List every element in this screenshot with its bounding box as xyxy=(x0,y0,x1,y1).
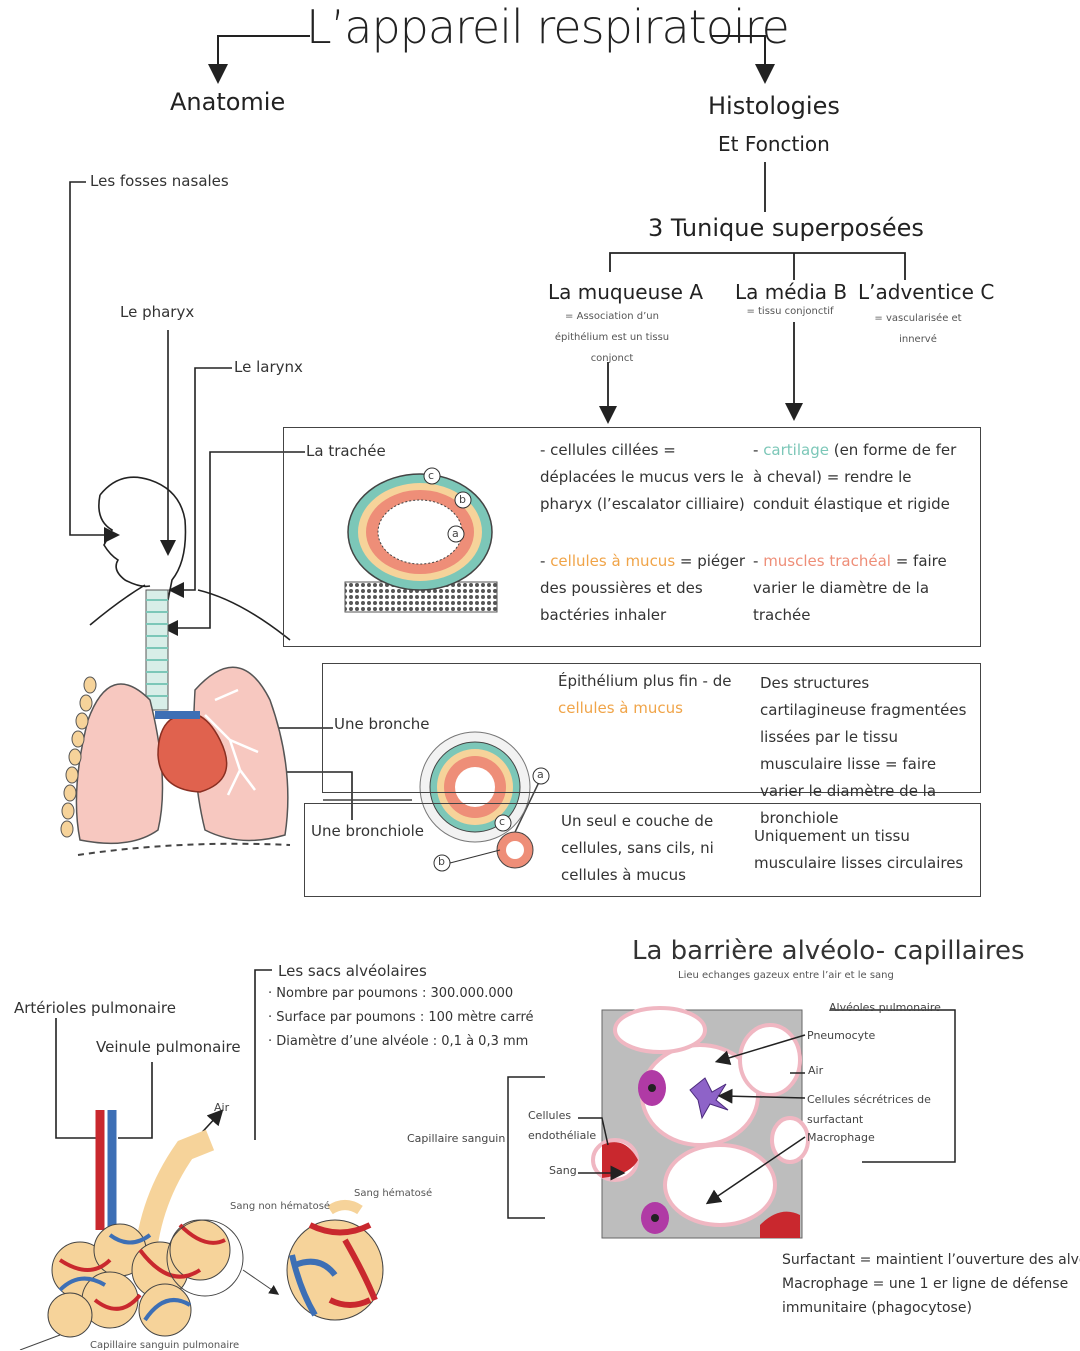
alveolar-facts: · Nombre par poumons : 300.000.000 · Sur… xyxy=(268,986,534,1049)
histology-tree xyxy=(599,162,906,424)
trachea-drawing xyxy=(145,589,169,711)
label-blood-non-hematosed: Sang non hématosé xyxy=(230,1201,331,1212)
label-surfactant-cells: Cellules sécrétrices de surfactant xyxy=(807,1093,931,1126)
histology-heading: Histologies xyxy=(708,92,840,120)
label-nasal-cavities: Les fosses nasales xyxy=(90,172,229,190)
tunic-muqueuse-name: La muqueuse A xyxy=(548,280,704,304)
tunic-media-name: La média B xyxy=(735,280,848,304)
label-alveoles: Alvéoles pulmonaire xyxy=(829,1001,941,1014)
label-pharynx: Le pharyx xyxy=(120,303,195,321)
label-blood: Sang xyxy=(549,1164,577,1177)
label-blood-hematosed: Sang hématosé xyxy=(354,1188,433,1199)
trachea-ciliated-text: - cellules cillées = déplacées le mucus … xyxy=(540,441,745,513)
label-macrophage: Macrophage xyxy=(807,1131,875,1144)
trachea-mucus-text: - cellules à mucus = piéger des poussièr… xyxy=(540,552,746,624)
histology-subheading: Et Fonction xyxy=(718,132,830,156)
alveolar-sacs-drawing xyxy=(19,1110,384,1350)
label-air-barrier: Air xyxy=(808,1064,824,1077)
barrier-subtitle: Lieu echanges gazeux entre l’air et le s… xyxy=(678,970,894,981)
trachea-box xyxy=(283,427,981,647)
tunic-media-desc: = tissu conjonctif xyxy=(746,306,834,317)
marker-c-bronchus: c xyxy=(499,815,506,828)
human-figure xyxy=(89,476,291,641)
left-lung-drawing xyxy=(75,683,164,845)
barrier-drawing xyxy=(507,1006,956,1239)
label-air-sacs: Air xyxy=(214,1101,230,1114)
bronchus-box xyxy=(322,663,981,793)
tunic-muqueuse-desc: = Association d’un épithélium est un tis… xyxy=(554,311,670,364)
heart-drawing xyxy=(157,712,228,793)
spine-drawing xyxy=(60,676,97,838)
page-title: L’appareil respiratoire xyxy=(306,0,790,54)
label-alveolar-sacs: Les sacs alvéolaires xyxy=(278,962,427,980)
bronchi-tree xyxy=(204,688,259,796)
bronchiole-layer-text: Un seul e couche de cellules, sans cils,… xyxy=(561,812,714,884)
trachea-muscle-text: - muscles trachéal = faire varier le dia… xyxy=(753,552,947,624)
label-trachea: La trachée xyxy=(306,442,386,460)
label-arterioles: Artérioles pulmonaire xyxy=(14,999,176,1017)
trachea-cartilage-text: - cartilage (en forme de fer à cheval) =… xyxy=(753,441,957,513)
marker-c-trachea: c xyxy=(428,469,435,482)
trachea-rings xyxy=(146,599,168,697)
bronchus-cartilage-text: Des structures cartilagineuse fragmentée… xyxy=(760,674,967,827)
diaphragm-line xyxy=(77,842,291,856)
tunics-heading: 3 Tunique superposées xyxy=(648,214,924,242)
label-bronchus: Une bronche xyxy=(334,715,430,733)
label-larynx: Le larynx xyxy=(234,358,303,376)
title-branches xyxy=(208,35,775,84)
marker-b-bronchus: b xyxy=(438,855,445,868)
bronchiole-muscle-text: Uniquement un tissu musculaire lisses ci… xyxy=(754,827,964,872)
label-capillary-blood: Capillaire sanguin xyxy=(407,1132,506,1145)
marker-b-trachea: b xyxy=(459,493,466,506)
label-pneumocyte: Pneumocyte xyxy=(807,1029,876,1042)
trachea-cross-section xyxy=(344,467,498,613)
bronchus-cross-section xyxy=(419,731,550,872)
marker-a-trachea: a xyxy=(452,527,459,540)
tunic-adventice-desc: = vascularisée et innervé xyxy=(874,313,962,345)
label-endothelial-cells: Cellules endothéliale xyxy=(528,1109,597,1142)
barrier-title: La barrière alvéolo- capillaires xyxy=(632,936,1025,966)
label-capillaries: Capillaire sanguin pulmonaire xyxy=(90,1340,240,1351)
marker-a-bronchus: a xyxy=(537,768,544,781)
barrier-notes: Surfactant = maintient l’ouverture des a… xyxy=(782,1252,1080,1316)
label-bronchiole: Une bronchiole xyxy=(311,822,425,840)
bronchiole-box xyxy=(304,803,981,897)
tunic-adventice-name: L’adventice C xyxy=(858,280,995,304)
label-venule: Veinule pulmonaire xyxy=(96,1038,241,1056)
anatomy-heading: Anatomie xyxy=(170,88,286,116)
